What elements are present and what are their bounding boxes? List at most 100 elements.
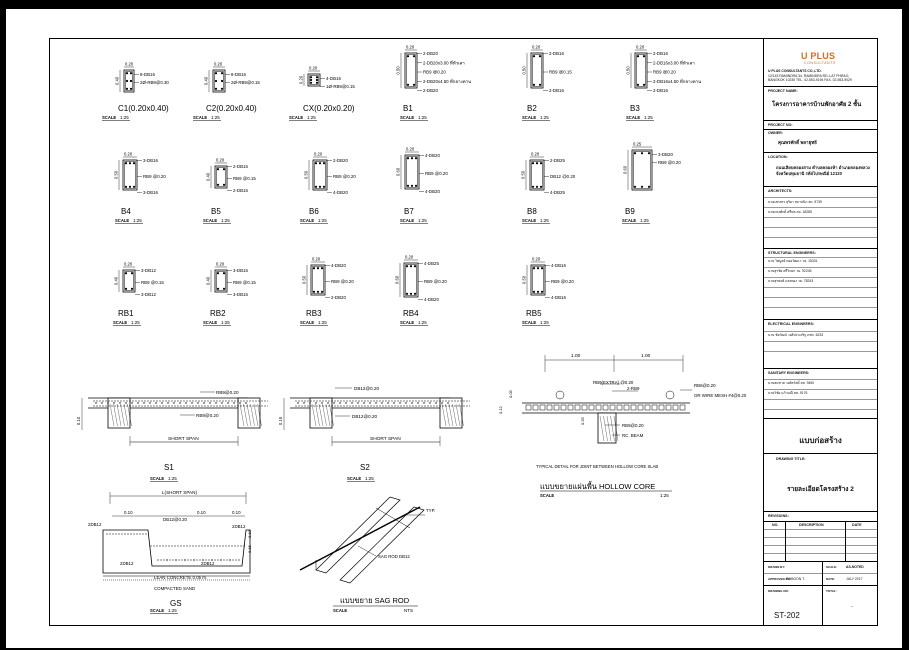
sanitary-1: นายสมชาย วงศ์สวัสดิ์ สส. 9450 [768, 381, 815, 385]
rev-col-date: DATE [852, 523, 862, 527]
b5-note: 2-DB16 [233, 188, 248, 193]
c2-section-outline [212, 69, 226, 93]
b8-scale-value: 1:25 [540, 218, 549, 223]
tb-divider [764, 186, 877, 187]
b2-section-outline [530, 52, 544, 89]
b8-dim-width-label: 0.20 [531, 152, 540, 157]
c2-stirrup [214, 71, 224, 91]
s2-rebar [369, 402, 371, 404]
b8-stirrup [531, 161, 543, 189]
rb1-name: RB1 [118, 309, 134, 318]
rb4-top-bar [413, 265, 417, 268]
s2-hatch [455, 403, 461, 427]
hc-core [574, 404, 581, 411]
s2-rebar [441, 402, 443, 404]
s2-rebar [297, 402, 299, 404]
rb3-bottom-bar [316, 290, 320, 293]
b1-section-outline [404, 52, 418, 89]
c1-top-bar [129, 72, 133, 75]
b8-top-bar [535, 162, 539, 165]
s2-rebar [447, 402, 449, 404]
s1-rebar [215, 402, 217, 404]
s2-hatch [441, 403, 447, 427]
b7-scale-word: SCALE [400, 218, 414, 223]
c1-top-bar [125, 72, 129, 75]
c2-side-bar [214, 79, 218, 83]
b1-note: 2-DB20x4.50 ที่กลางคาน [423, 78, 471, 84]
hc-callout-right [665, 390, 675, 400]
s2-scale-word: SCALE [347, 476, 361, 481]
rb3-note: 2-DB20 [331, 295, 346, 300]
b9-bottom-bar [633, 185, 637, 188]
b4-top-bar [132, 162, 136, 165]
rb5-name: RB5 [526, 309, 542, 318]
rb2-name: RB2 [210, 309, 226, 318]
b1-note: RB9 @0.20 [423, 70, 446, 75]
c1-bottom-bar [129, 87, 133, 90]
drawing-title: รายละเอียดโครงสร้าง 2 [787, 486, 854, 493]
b3-top-bar [642, 55, 646, 58]
s2-rebar [333, 402, 335, 404]
c2-side-bar [220, 79, 224, 83]
project-name: โครงการอาคารบ้านพักอาศัย 2 ชั้น [772, 102, 862, 108]
hc-core [567, 404, 574, 411]
c2-bottom-bar [220, 87, 224, 90]
b4-bottom-bar [124, 185, 128, 188]
b7-bottom-bar [414, 184, 418, 187]
rb5-top-bar [536, 267, 540, 270]
b8-bottom-bar [531, 185, 535, 188]
b9-stirrup [633, 151, 651, 189]
s1-rebar [185, 402, 187, 404]
drawing-no-label: DRAWING NO: [768, 589, 789, 593]
hc-beam-hatch [599, 415, 605, 442]
s2-rebar [321, 402, 323, 404]
sheet-number: ST-202 [774, 611, 800, 620]
c1-dim-height-label: 0.40 [115, 76, 120, 85]
rb5-dim-height-label: 0.50 [522, 275, 527, 284]
b3-top-bar [636, 55, 640, 58]
c1-scale-value: 1:25 [120, 115, 129, 120]
b1-scale-word: SCALE [400, 115, 414, 120]
s2-rebar [429, 402, 431, 404]
rb4-bottom-bar [409, 292, 413, 295]
tb-rule [764, 237, 877, 238]
rb3-note: 4-DB20 [331, 263, 346, 268]
b4-name: B4 [121, 207, 131, 216]
b1-note: 2-DB20 [423, 51, 438, 56]
gs-section-outline [102, 529, 251, 574]
c1-side-bar [129, 79, 133, 83]
sag-title: แบบขยาย SAG ROD [340, 596, 410, 605]
s2-support-right [439, 397, 463, 429]
s2-thickness-label: 0.15 [278, 416, 283, 425]
b2-scale-word: SCALE [522, 115, 536, 120]
date-label: DATE: [826, 577, 835, 581]
b6-dim-height-label: 0.50 [304, 170, 309, 179]
b3-note: 2-DB16 [653, 51, 668, 56]
s1-rebar [95, 402, 97, 404]
tb-rule [764, 553, 877, 554]
c1-side-bar [125, 79, 129, 83]
tb-divider [764, 129, 877, 130]
b3-bottom-bar [642, 83, 646, 86]
b5-top-bar [222, 168, 226, 171]
c2-top-bar [220, 72, 224, 75]
tb-rule [764, 379, 877, 380]
gs-sand-label: COMPACTED SAND [154, 586, 195, 591]
b4-top-bar [124, 162, 128, 165]
s1-rebar [233, 402, 235, 404]
rb3-name: RB3 [306, 309, 322, 318]
b1-note: 2-DB20x3.00 ที่หัวเสา [423, 59, 465, 65]
hc-beam-hatch [613, 415, 619, 442]
s2-rebar [405, 402, 407, 404]
s1-rebar [179, 402, 181, 404]
b7-top-bar [410, 157, 414, 160]
approved-by-label: APPROVED BY: [768, 577, 791, 581]
hc-bottom-label: RB9@0.20 [622, 423, 644, 428]
s1-rebar [197, 402, 199, 404]
structural-3: นายสุรพงษ์ แสงทอง วย. 78243 [768, 279, 814, 283]
hc-core [644, 404, 651, 411]
rb5-stirrup [532, 266, 544, 294]
b3-name: B3 [630, 104, 640, 113]
s1-rebar [221, 402, 223, 404]
c1-note: 8-DB16 [140, 72, 155, 77]
